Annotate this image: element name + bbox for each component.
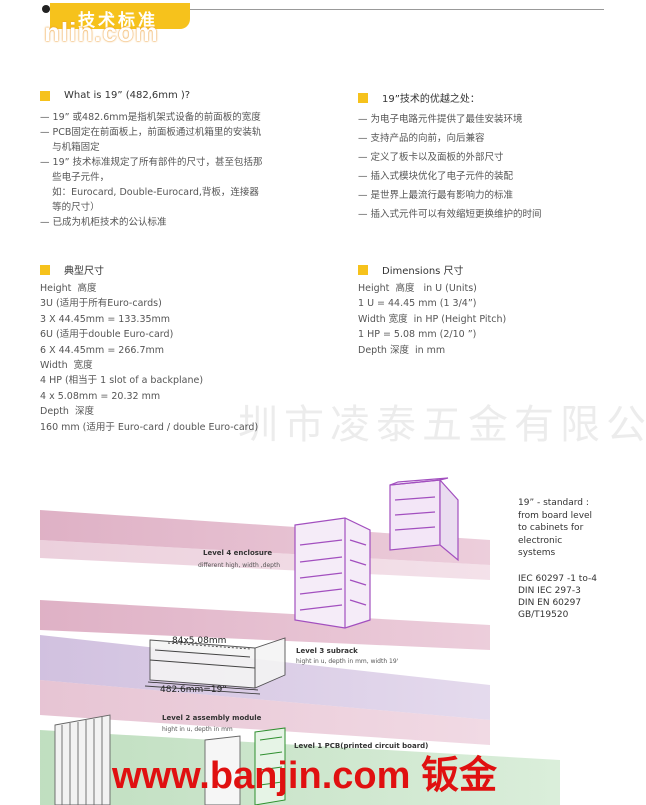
section-typical-heading: 典型尺寸 [40, 262, 104, 277]
bullet-square-icon [40, 90, 50, 101]
text-line: Depth 深度 [40, 406, 94, 418]
section-advantages-body: — 为电子电路元件提供了最佳安装环境 — 支持产品的向前，向后兼容 — 定义了板卡以… [358, 110, 542, 224]
level1-label: Level 1 PCB(printed circuit board) [294, 742, 429, 750]
bullet-square-icon [358, 92, 368, 103]
text-line: 1 HP = 5.08 mm (2/10 ”) [358, 329, 477, 341]
text-line: 6 X 44.45mm = 266.7mm [40, 344, 165, 356]
subrack [144, 637, 286, 695]
section-typical-body: Height 高度 3U (适用于所有Euro-cards) 3 X 44.45mm… [40, 281, 258, 435]
section-dimensions-heading: Dimensions 尺寸 [358, 262, 464, 277]
band-level4b [40, 540, 490, 580]
section-what-is-heading: What is 19” (482,6mm )? [40, 90, 190, 101]
front-panel [204, 735, 241, 805]
text-line: — PCB固定在前面板上，前面板通过机箱里的安装轨 [40, 127, 262, 138]
band-level1 [40, 730, 560, 805]
pcb-module [254, 727, 286, 805]
header-tab [50, 3, 190, 29]
text-line: — 19” 技术标准规定了所有部件的尺寸，甚至包括那 [40, 157, 263, 168]
text-line: — 定义了板卡以及面板的外部尺寸 [358, 152, 504, 163]
text-line: 160 mm (适用于 Euro-card / double Euro-card… [40, 421, 259, 433]
header-dot [42, 5, 50, 13]
text-line: — 是世界上最流行最有影响力的标准 [358, 190, 514, 201]
text-line: 4 HP (相当于 1 slot of a backplane) [40, 375, 204, 387]
page-title: 技术标准 [78, 11, 158, 31]
section-what-is-body: — 19” 或482.6mm是指机架式设备的前面板的宽度 — PCB固定在前面板上… [40, 110, 263, 230]
text-line: — 19” 或482.6mm是指机架式设备的前面板的宽度 [40, 112, 261, 123]
standard-description: 19” - standard : from board level to cab… [518, 498, 593, 558]
level3-label: Level 3 subrack [296, 647, 358, 655]
text-line: Width 宽度 in HP (Height Pitch) [358, 313, 507, 325]
text-line: Height 高度 in U (Units) [358, 283, 477, 294]
text-line: 3U (适用于所有Euro-cards) [40, 298, 162, 310]
dim-arrow-bottom [147, 681, 259, 691]
bullet-square-icon [358, 264, 368, 275]
band-level3 [40, 600, 490, 650]
text-line: 4 x 5.08mm = 20.32 mm [40, 390, 161, 402]
dimension-width: 482.6mm=19” [160, 685, 227, 695]
band-level4 [40, 510, 490, 565]
text-line: 与机箱固定 [40, 142, 100, 153]
rack-levels-diagram [40, 477, 560, 805]
band-level2b [40, 680, 490, 745]
level3-sub: hight in u, depth in mm, width 19' [296, 658, 399, 665]
cabinet-large [294, 517, 371, 629]
text-line: — 插入式元件可以有效缩短更换维护的时间 [358, 209, 542, 220]
text-line: 些电子元件， [40, 172, 110, 183]
text-line: Depth 深度 in mm [358, 344, 446, 356]
text-line: 1 U = 44.45 mm (1 3/4”) [358, 298, 477, 310]
text-line: — 已成为机柜技术的公认标准 [40, 217, 167, 228]
top-rule [48, 9, 604, 10]
text-line: Width 宽度 [40, 360, 93, 372]
cabinet-small [389, 477, 459, 562]
bullet-square-icon [40, 264, 50, 275]
site-banner: www.banjin.com 钣金 [112, 755, 497, 797]
backplane-module [54, 714, 111, 805]
standards-list: IEC 60297 -1 to-4 DIN IEC 297-3 DIN EN 6… [518, 574, 597, 620]
text-line: 等的尺寸） [40, 202, 100, 213]
section-dimensions-body: Height 高度 in U (Units) 1 U = 44.45 mm (1 … [358, 281, 506, 358]
text-line: — 支持产品的向前，向后兼容 [358, 133, 485, 144]
text-line: — 插入式模块优化了电子元件的装配 [358, 171, 514, 182]
text-line: — 为电子电路元件提供了最佳安装环境 [358, 114, 523, 125]
level2-label: Level 2 assembly module [162, 714, 262, 722]
level2-sub: hight in u, depth in mm [162, 726, 233, 733]
company-watermark: 圳市凌泰五金有限公司 [238, 402, 646, 448]
text-line: 6U (适用于double Euro-card) [40, 329, 174, 341]
level4-sub: different high, width ,depth [198, 562, 281, 569]
text-line: 如：Eurocard, Double-Eurocard,背板，连接器 [40, 187, 259, 198]
text-line: 3 X 44.45mm = 133.35mm [40, 313, 171, 325]
section-advantages-heading: 19”技术的优越之处： [358, 90, 480, 105]
logo-watermark: nlin.com [44, 17, 159, 47]
text-line: Height 高度 [40, 283, 97, 294]
dimension-hp: 84x5.08mm [172, 636, 227, 646]
level4-label: Level 4 enclosure [203, 549, 273, 557]
